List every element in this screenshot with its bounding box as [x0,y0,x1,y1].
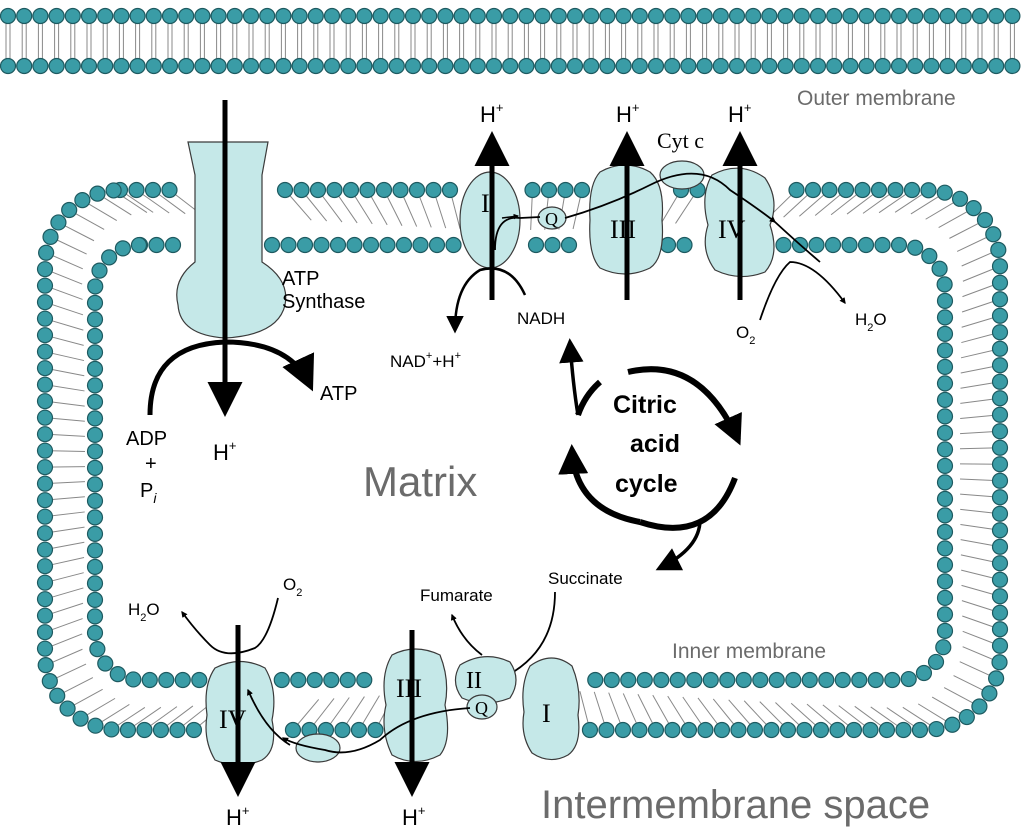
oxygen-arrow-top [759,261,846,321]
adp-plus: + [145,453,157,475]
citric-label-1: Citric [613,391,677,419]
complex-i-top-label: I [481,189,490,218]
nadh-arrow [446,267,527,334]
inner-membrane-label: Inner membrane [672,640,826,663]
ubiquinone-bottom: Q [466,694,498,720]
atp-label: ATP [320,383,357,405]
succinate-label: Succinate [548,569,623,588]
o2-label-bottom: O2 [283,575,302,599]
complex-ii-bottom: II [454,656,517,704]
atp-synthase-label-1: ATP [282,268,319,290]
h2o-label-top: H2O [855,310,887,334]
atp-synthase-label-2: Synthase [282,291,365,313]
complex-ii-bottom-label: II [466,668,482,694]
complex-iii-bottom: III [383,648,449,763]
h-label-atp-synthase: H+ [213,438,236,465]
electron-path-top [494,172,775,251]
matrix-label: Matrix [363,458,477,505]
complex-iii-top-label: III [610,215,636,244]
h-label-complex-iv-top: H+ [728,100,751,127]
fumarate-arrow [450,613,483,656]
cyt-c-label: Cyt c [657,128,704,153]
pi-label: Pi [140,480,157,506]
oxygen-arrow-bottom [181,597,279,655]
complex-iv-bottom-label: IV [219,705,247,734]
citric-acid-cycle [558,338,742,571]
o2-label-top: O2 [736,323,755,347]
atp-synthase [147,100,315,417]
outer-membrane-label: Outer membrane [797,87,956,110]
complex-iii-bottom-label: III [396,674,422,703]
h-label-complex-iv-bottom: H+ [226,803,249,829]
q-bottom-label: Q [475,698,488,718]
q-top-label: Q [545,209,558,229]
pi-main: P [140,480,153,502]
fumarate-label: Fumarate [420,586,493,605]
h-label-complex-iii-bottom: H+ [402,803,425,829]
electron-path-bottom [281,707,471,754]
inner-membrane [36,181,1009,739]
nadh-label: NADH [517,309,565,328]
h-label-complex-i-top: H+ [480,100,503,127]
outer-membrane [0,7,1021,75]
intermembrane-space-label: Intermembrane space [541,783,930,827]
ubiquinone-top: Q [537,206,567,230]
pi-sub: i [153,490,157,506]
citric-label-3: cycle [615,470,678,498]
h-label-complex-iii-top: H+ [616,100,639,127]
citric-label-2: acid [630,430,680,458]
h2o-label-bottom: H2O [128,600,160,624]
adp-label: ADP [126,428,167,450]
complex-i-bottom: I [522,657,580,761]
complex-i-bottom-label: I [542,699,551,728]
nad-label: NAD++H+ [390,350,461,371]
